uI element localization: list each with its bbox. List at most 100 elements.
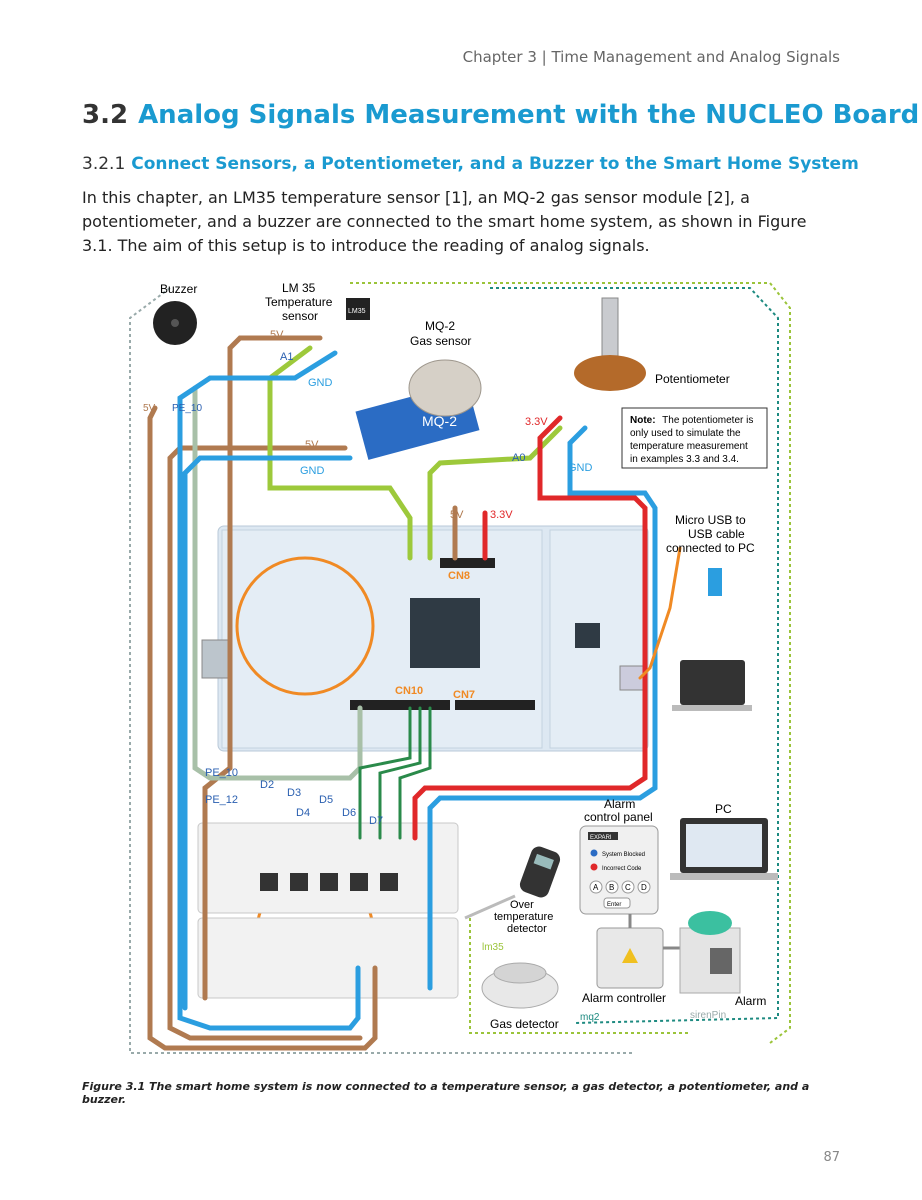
page-number: 87 (823, 1150, 840, 1165)
d7-label: D7 (369, 815, 383, 827)
brown-5v-wire-lm35 (202, 335, 323, 1001)
section-heading: 3.2 Analog Signals Measurement with the N… (82, 100, 919, 130)
enter-key (603, 897, 631, 909)
key-a-label: A (593, 883, 599, 892)
body-paragraph: In this chapter, an LM35 temperature sen… (82, 188, 807, 255)
siren-horn (710, 948, 732, 974)
cn8-label: CN8 (448, 570, 470, 582)
section-title: Analog Signals Measurement with the NUCL… (138, 100, 920, 130)
potentiometer-label: Potentiometer (655, 372, 730, 386)
key-b (605, 880, 619, 894)
key-c (621, 880, 635, 894)
usb-label-3: connected to PC (666, 541, 755, 555)
note-bold: Note: (630, 415, 656, 426)
key-a (589, 880, 603, 894)
incorrect-code-led (590, 863, 598, 871)
blue-gnd-wire-lm35 (177, 350, 361, 1031)
potentiometer-body (574, 355, 646, 391)
usb-label-1: Micro USB to (675, 513, 746, 527)
system-blocked-text: System Blocked (602, 852, 645, 858)
breadboard-upper (197, 822, 459, 914)
mq2-gnd-pin: GND (300, 465, 325, 477)
dark-green-d-wires (358, 706, 432, 840)
push-button (380, 873, 398, 891)
cn10-header (350, 700, 450, 710)
mq2-dome (408, 359, 482, 417)
d6-label: D6 (342, 807, 356, 819)
alarm-panel-label-2: control panel (584, 810, 653, 824)
board-highlight-circle (235, 556, 375, 696)
running-head: Chapter 3 | Time Management and Analog S… (462, 48, 840, 66)
buzzer-5v-pin: 5V (143, 403, 156, 414)
key-c-label: C (625, 883, 631, 892)
panel-title-bar (588, 832, 618, 840)
pc-base (670, 873, 778, 880)
note-line-3: temperature measurement (630, 441, 748, 452)
subsection-number: 3.2.1 (82, 154, 126, 174)
over-temp-label-3: detector (507, 923, 547, 935)
thermometer-body (519, 846, 561, 898)
push-button (320, 873, 338, 891)
figure-caption: Figure 3.1 The smart home system is now … (82, 1080, 810, 1106)
push-buttons (260, 873, 398, 891)
brown-5v-wire-buzzer (147, 405, 378, 1051)
d3-label: D3 (287, 787, 301, 799)
key-d (637, 880, 651, 894)
key-d-label: D (641, 883, 647, 892)
lm35-label-1: LM 35 (282, 281, 316, 295)
subsection-title: Connect Sensors, a Potentiometer, and a … (131, 154, 859, 174)
d5-label: D5 (319, 794, 333, 806)
mq2-5v-pin: 5V (305, 439, 319, 451)
mq2-body-label: MQ-2 (422, 413, 457, 429)
lm35-chip-label: LM35 (348, 308, 366, 315)
mcu-secondary-chip (575, 623, 600, 648)
breadboard-lower (197, 917, 459, 999)
cn7-header (455, 700, 535, 710)
mq2-label-2: Gas sensor (410, 334, 471, 348)
d4-label: D4 (296, 807, 310, 819)
note-text: Note: The potentiometer is (630, 415, 753, 426)
keypad: A B C D (589, 880, 651, 894)
lm35-a1-pin: A1 (280, 351, 293, 363)
over-temp-label-1: Over (510, 899, 534, 911)
cn8-header (440, 558, 495, 568)
mcu-chip (410, 598, 480, 668)
thermometer-probe (464, 894, 516, 920)
pe12-label: PE_12 (205, 794, 238, 806)
usb-label-2: USB cable (688, 527, 745, 541)
orange-usb-cable (638, 546, 682, 680)
board-5v-label: 5V (450, 509, 464, 521)
laptop-base (672, 705, 752, 711)
d2-label: D2 (260, 779, 274, 791)
push-button (260, 873, 278, 891)
alarm-label: Alarm (735, 994, 766, 1008)
section-number: 3.2 (82, 100, 129, 130)
system-blocked-led (590, 849, 598, 857)
over-temp-label-2: temperature (494, 911, 553, 923)
pe10-label: PE_10 (205, 767, 238, 779)
pot-3v3-pin: 3.3V (525, 416, 548, 428)
buzzer-dashed-path (129, 287, 635, 1054)
lm35-5v-pin: 5V (270, 329, 284, 341)
enter-key-label: Enter (607, 902, 621, 908)
buzzer-label: Buzzer (160, 282, 197, 296)
pc-screen-inner (686, 824, 762, 867)
push-button (290, 873, 308, 891)
key-b-label: B (609, 883, 614, 892)
lm35-body (346, 298, 370, 320)
blue-gnd-wire-pot (427, 425, 658, 991)
red-3v3-wire-pot (412, 415, 648, 841)
warning-icon (622, 948, 638, 963)
panel-title: EXPARI (590, 835, 612, 841)
dashed-signal-paths (129, 282, 791, 1054)
gas-detector-label: Gas detector (490, 1017, 559, 1031)
lm35-label-3: sensor (282, 309, 318, 323)
mq2-signal-label: mq2 (580, 1012, 600, 1023)
siren-dashed-path (469, 918, 690, 1034)
lm35-signal-label: lm35 (482, 942, 504, 953)
note-line-1: The potentiometer is (662, 415, 753, 426)
ethernet-jack (201, 639, 231, 679)
buzzer-hole (171, 319, 179, 327)
lm35-gnd-pin: GND (308, 377, 333, 389)
